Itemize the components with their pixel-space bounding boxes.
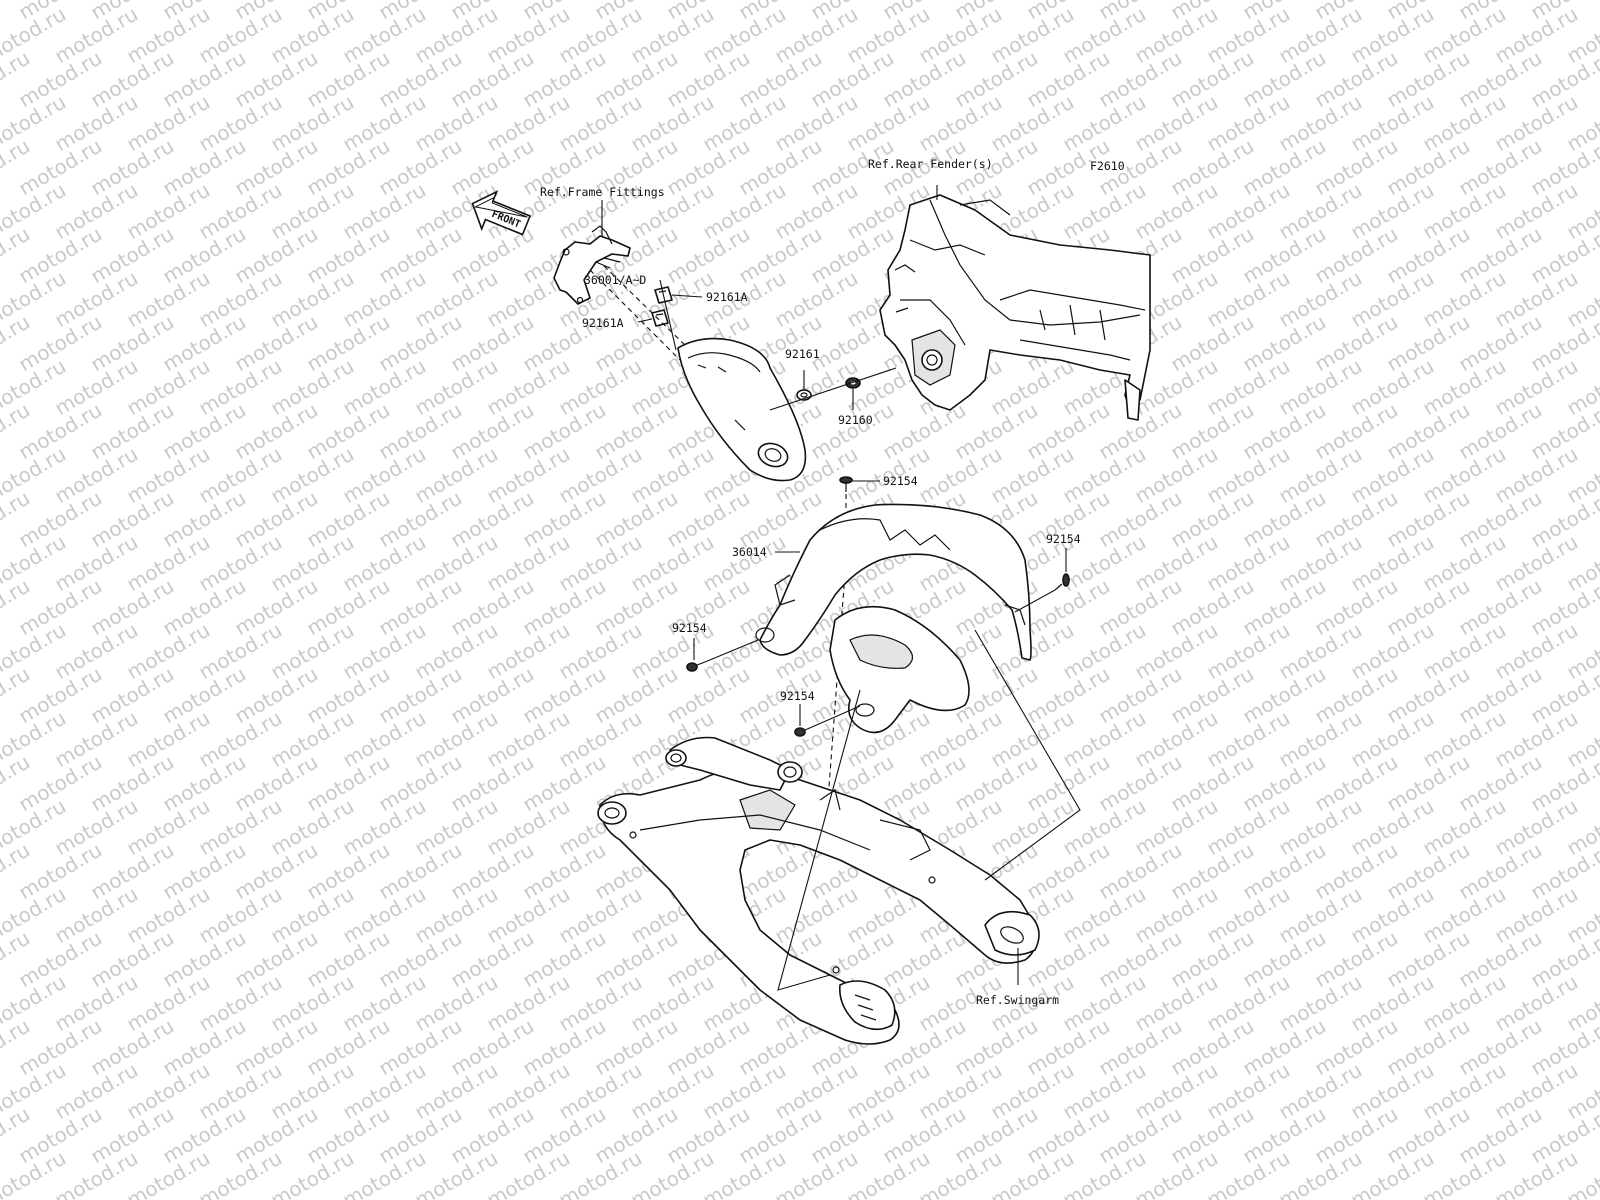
ref-swingarm-callout-left [777, 689, 861, 991]
label-36001: 36001/A~D [584, 273, 646, 287]
ref-swingarm-callout-right [974, 629, 1081, 881]
label-92154-left: 92154 [672, 621, 707, 635]
label-ref-swingarm: Ref.Swingarm [976, 993, 1059, 1007]
washer-92160 [845, 377, 861, 389]
front-arrow-icon: FRONT [471, 190, 532, 236]
chain-guard-36014 [755, 503, 1032, 734]
label-ref-frame-fittings: Ref.Frame Fittings [540, 185, 665, 199]
lead-92161A-left [637, 318, 653, 323]
label-92161: 92161 [785, 347, 820, 361]
label-92161A-top: 92161A [706, 290, 748, 304]
label-92154-right: 92154 [1046, 532, 1081, 546]
screw-92154-left [686, 661, 706, 672]
lead-36001 [659, 279, 677, 351]
label-92154-top: 92154 [883, 474, 918, 488]
lead-92161A-top [671, 294, 703, 298]
rear-frame-assembly [879, 194, 1151, 421]
label-ref-rear-fender: Ref.Rear Fender(s) [868, 157, 993, 171]
label-92160: 92160 [838, 413, 873, 427]
swingarm [597, 736, 1040, 1045]
label-36014: 36014 [732, 545, 767, 559]
diagram-code: F2610 [1090, 159, 1125, 173]
grommet-92161A-left [651, 309, 669, 327]
side-cover-36001 [677, 337, 807, 482]
label-92154-lower: 92154 [780, 689, 815, 703]
screw-92154-top [839, 476, 853, 492]
screw-92154-right [1054, 573, 1070, 591]
frame-fitting-bracket [553, 225, 631, 305]
label-92161A-left: 92161A [582, 316, 624, 330]
screw-92154-lower [794, 726, 813, 737]
